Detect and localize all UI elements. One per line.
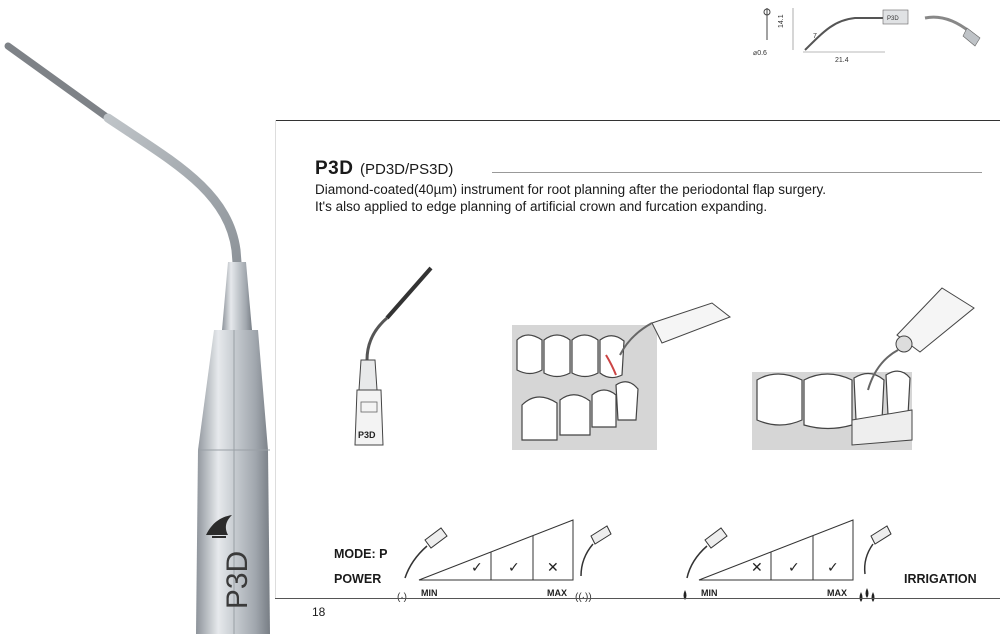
divider-top [275, 120, 1000, 121]
title-rule [492, 172, 982, 173]
water-level-1: ✕ [751, 560, 763, 576]
dim-height: 14.1 [778, 14, 785, 28]
brand-logo [206, 515, 232, 538]
left-rule [275, 120, 276, 599]
irrigation-label: IRRIGATION [904, 572, 977, 586]
dimension-drawing: ⌀0.6 14.1 P3D 7 21.4 [735, 0, 1000, 70]
drop-icon [683, 590, 687, 600]
tip-photo: P3D [0, 0, 290, 634]
dental-scene-molar-section [752, 280, 977, 450]
power-label: POWER [334, 572, 382, 586]
tip-engraving: P3D [221, 551, 254, 609]
power-scale: (·) ✓ ✓ ✕ MIN MAX ((·)) [395, 510, 615, 605]
description-line-1: Diamond-coated(40µm) instrument for root… [315, 182, 827, 197]
power-min: MIN [421, 588, 438, 598]
tip-body [196, 330, 270, 634]
dental-scene-lower-jaw [512, 295, 737, 450]
diamond-coating [4, 42, 112, 122]
water-scale: ✕ ✓ ✓ MIN MAX [675, 510, 895, 605]
power-level-2: ✓ [508, 560, 520, 576]
dim-offset: 7 [813, 33, 817, 40]
tip-drawing-label: P3D [358, 430, 376, 440]
vibration-icon: ((·)) [575, 592, 592, 603]
water-level-3: ✓ [827, 560, 839, 576]
water-max: MAX [827, 588, 847, 598]
svg-text:(·): (·) [397, 592, 407, 603]
water-min: MIN [701, 588, 718, 598]
power-level-3: ✕ [547, 560, 559, 576]
dim-length: 21.4 [835, 57, 849, 64]
product-variants: (PD3D/PS3D) [360, 161, 454, 178]
spray-icon [859, 588, 875, 602]
tip-line-drawing: P3D [345, 260, 445, 455]
mode-label: MODE: P [334, 547, 388, 561]
water-level-2: ✓ [788, 560, 800, 576]
tip-wire [103, 113, 243, 280]
divider-bottom [275, 598, 1000, 599]
page-number: 18 [312, 605, 326, 619]
product-code: P3D [315, 158, 354, 179]
power-max: MAX [547, 588, 567, 598]
svg-text:P3D: P3D [887, 16, 899, 22]
power-level-1: ✓ [471, 560, 483, 576]
dim-diameter: ⌀0.6 [753, 50, 767, 57]
description-line-2: It's also applied to edge planning of ar… [315, 199, 768, 214]
